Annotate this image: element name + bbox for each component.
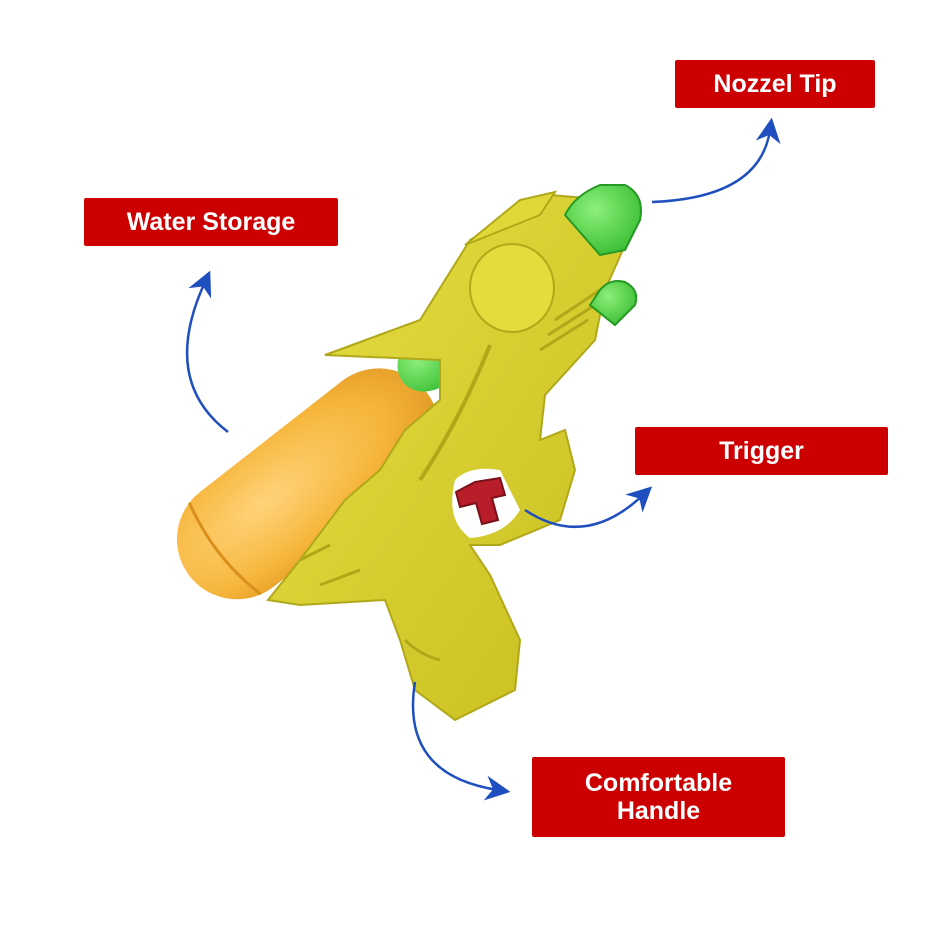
arrow-to-storage [185, 270, 229, 433]
arrow-to-handle [411, 681, 511, 801]
arrow-to-trigger [524, 486, 653, 529]
trigger-label: Trigger [635, 427, 888, 475]
nozzle-tip-text: Nozzel Tip [713, 70, 837, 98]
gun-body [266, 190, 627, 722]
arrow-to-nozzle [651, 117, 781, 204]
handle-label: Comfortable Handle [532, 757, 785, 837]
water-tank [176, 368, 439, 600]
nozzle-tip-label: Nozzel Tip [675, 60, 875, 108]
trigger-part [454, 476, 507, 526]
water-storage-text: Water Storage [126, 208, 296, 236]
nozzle-main [563, 184, 642, 257]
trigger-text: Trigger [719, 437, 804, 465]
handle-text: Comfortable Handle [584, 769, 733, 825]
nozzle-secondary [588, 280, 638, 327]
water-storage-label: Water Storage [84, 198, 338, 246]
